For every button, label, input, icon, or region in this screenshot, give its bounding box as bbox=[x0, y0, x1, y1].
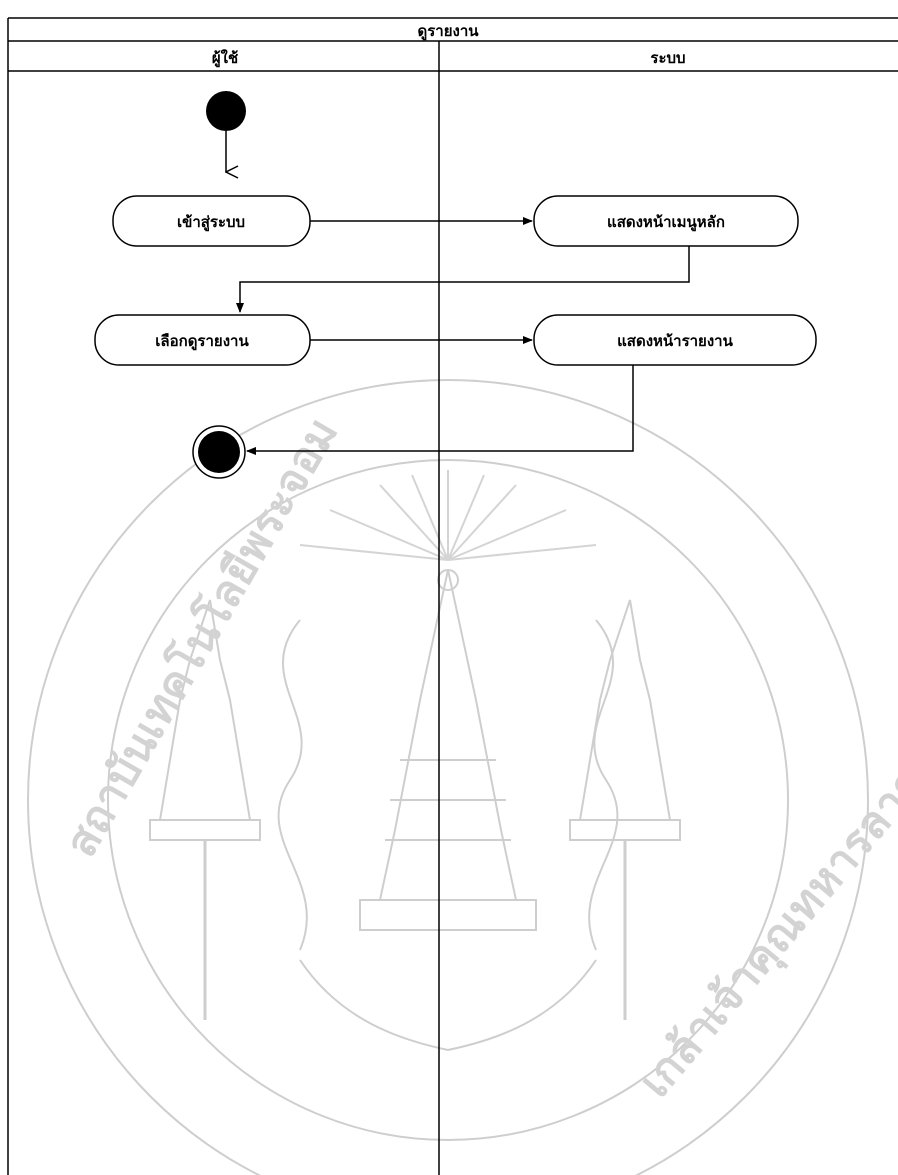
activity-select-report: เลือกดูรายงาน bbox=[94, 314, 311, 366]
initial-node bbox=[206, 91, 246, 131]
activity-show-report: แสดงหน้ารายงาน bbox=[533, 314, 817, 366]
seal-text-right: เกล้าเจ้าคุณทหารลาดกระบัง bbox=[629, 661, 898, 1108]
university-seal-watermark: สถาบันเทคโนโลยีพระจอม เกล้าเจ้าคุณทหารลา… bbox=[27, 379, 898, 1175]
activity-login-label: เข้าสู่ระบบ bbox=[177, 213, 245, 232]
activity-select-report-label: เลือกดูรายงาน bbox=[155, 332, 249, 351]
activity-show-main-menu: แสดงหน้าเมนูหลัก bbox=[533, 195, 799, 247]
seal-text-left: สถาบันเทคโนโลยีพระจอม bbox=[54, 408, 349, 865]
flow-main-menu-to-select-report bbox=[236, 246, 690, 313]
diagram-title: ดูรายงาน bbox=[417, 22, 479, 41]
final-node bbox=[192, 425, 246, 479]
activity-show-report-label: แสดงหน้ารายงาน bbox=[617, 332, 733, 350]
lane-header-system: ระบบ bbox=[650, 49, 685, 67]
lane-header-user: ผู้ใช้ bbox=[212, 49, 238, 68]
activity-login: เข้าสู่ระบบ bbox=[112, 195, 311, 247]
flow-show-report-to-final bbox=[246, 365, 634, 455]
activity-show-main-menu-label: แสดงหน้าเมนูหลัก bbox=[607, 213, 725, 232]
swimlane-frame bbox=[7, 17, 898, 1175]
